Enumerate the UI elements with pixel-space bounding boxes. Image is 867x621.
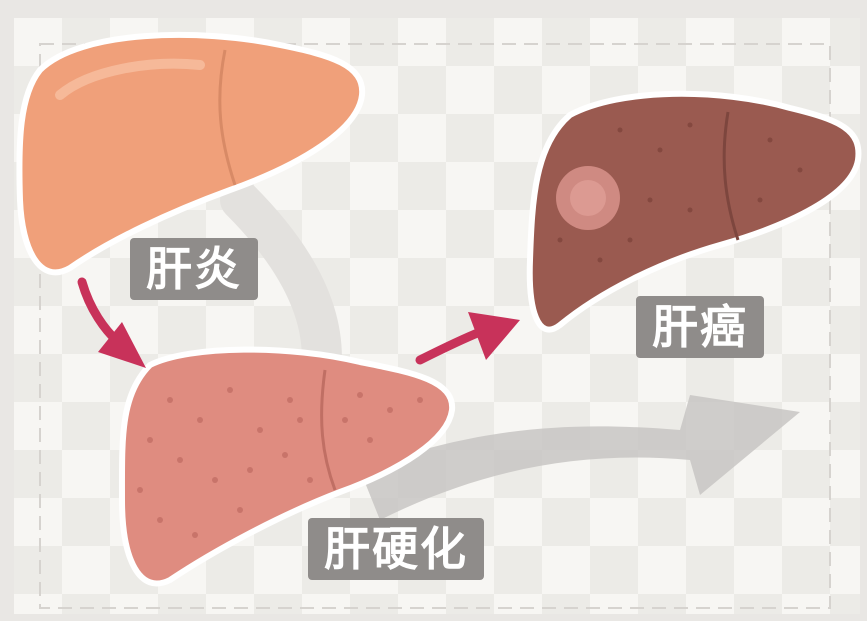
label-cirrhosis: 肝硬化 [308, 518, 484, 580]
arrow-cirrhosis-to-cancer [420, 312, 520, 360]
cancer-liver [530, 94, 859, 330]
label-hepatitis: 肝炎 [130, 238, 258, 300]
hepatitis-liver [19, 35, 362, 272]
label-liver-cancer: 肝癌 [636, 296, 764, 358]
